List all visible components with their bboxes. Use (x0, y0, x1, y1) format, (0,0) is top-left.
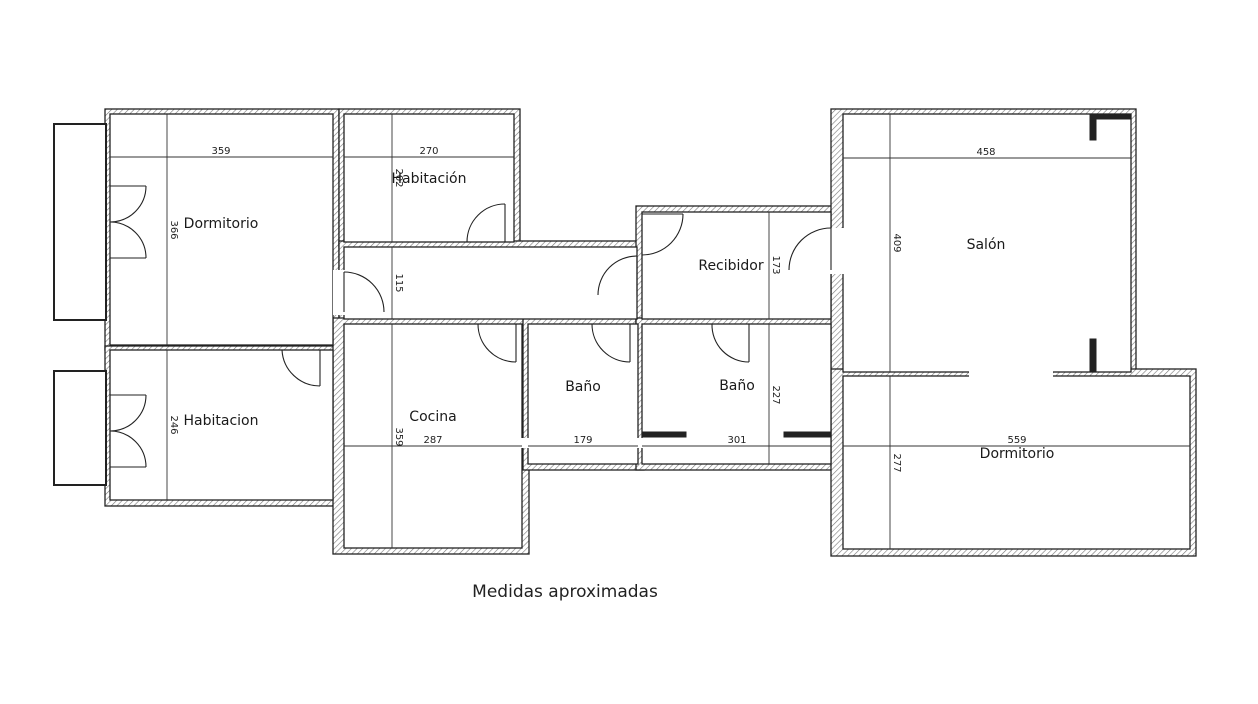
dim-salon-width: 458 (976, 147, 995, 158)
wall-stubs (641, 113, 1132, 438)
dim-banos-width: 301 (727, 435, 746, 446)
room-dormitorio-2 (842, 375, 1191, 550)
label-bano-2: Baño (719, 378, 755, 394)
room-salon (842, 113, 1132, 373)
label-salon: Salón (967, 237, 1006, 253)
label-habitacion-top: Habitación (392, 171, 467, 187)
room-bano-2 (641, 323, 832, 465)
dim-bano-2-depth: 227 (770, 385, 781, 404)
dim-dormitorio-1-width: 359 (211, 146, 230, 157)
room-cocina (343, 323, 523, 549)
balcony-doors (109, 185, 147, 468)
dim-cocina-depth: 359 (393, 427, 404, 446)
room-interiors (109, 113, 1191, 550)
label-habitacion-bottom: Habitacion (184, 413, 259, 429)
dim-habitacion-top-width: 270 (419, 146, 438, 157)
dim-recibidor-depth: 173 (770, 255, 781, 274)
dim-dormitorio-1-depth: 366 (168, 220, 179, 239)
dim-corridor-depth: 115 (393, 273, 404, 292)
dimension-lines (110, 114, 1190, 549)
balcony-top (53, 123, 107, 321)
room-habitacion-bottom (109, 349, 334, 501)
dim-cocina-width: 287 (423, 435, 442, 446)
doors (281, 203, 832, 387)
room-habitacion-top (343, 113, 515, 243)
dim-dormitorio-2-width: 559 (1007, 435, 1026, 446)
label-dormitorio-2: Dormitorio (980, 446, 1055, 462)
room-recibidor (641, 211, 832, 320)
dimension-labels: 359 366 270 202 458 409 115 173 246 359 … (168, 146, 1027, 473)
balconies (53, 123, 107, 486)
room-labels: Dormitorio Habitación Recibidor Salón Ha… (184, 171, 1055, 462)
dim-habitacion-top-depth: 202 (393, 168, 404, 187)
label-bano-1: Baño (565, 379, 601, 395)
dim-salon-depth: 409 (891, 233, 902, 252)
label-recibidor: Recibidor (698, 258, 764, 274)
room-bano-1 (527, 323, 639, 465)
label-dormitorio-1: Dormitorio (184, 216, 259, 232)
openings (333, 228, 1053, 448)
balcony-bottom (53, 370, 107, 486)
dim-bano-1-width: 179 (573, 435, 592, 446)
label-cocina: Cocina (409, 409, 456, 425)
dim-dormitorio-2-depth: 277 (891, 453, 902, 472)
room-dormitorio-1 (109, 113, 334, 346)
room-corridor (343, 246, 638, 320)
dim-habitacion-bottom-depth: 246 (168, 415, 179, 434)
caption: Medidas aproximadas (472, 582, 658, 602)
